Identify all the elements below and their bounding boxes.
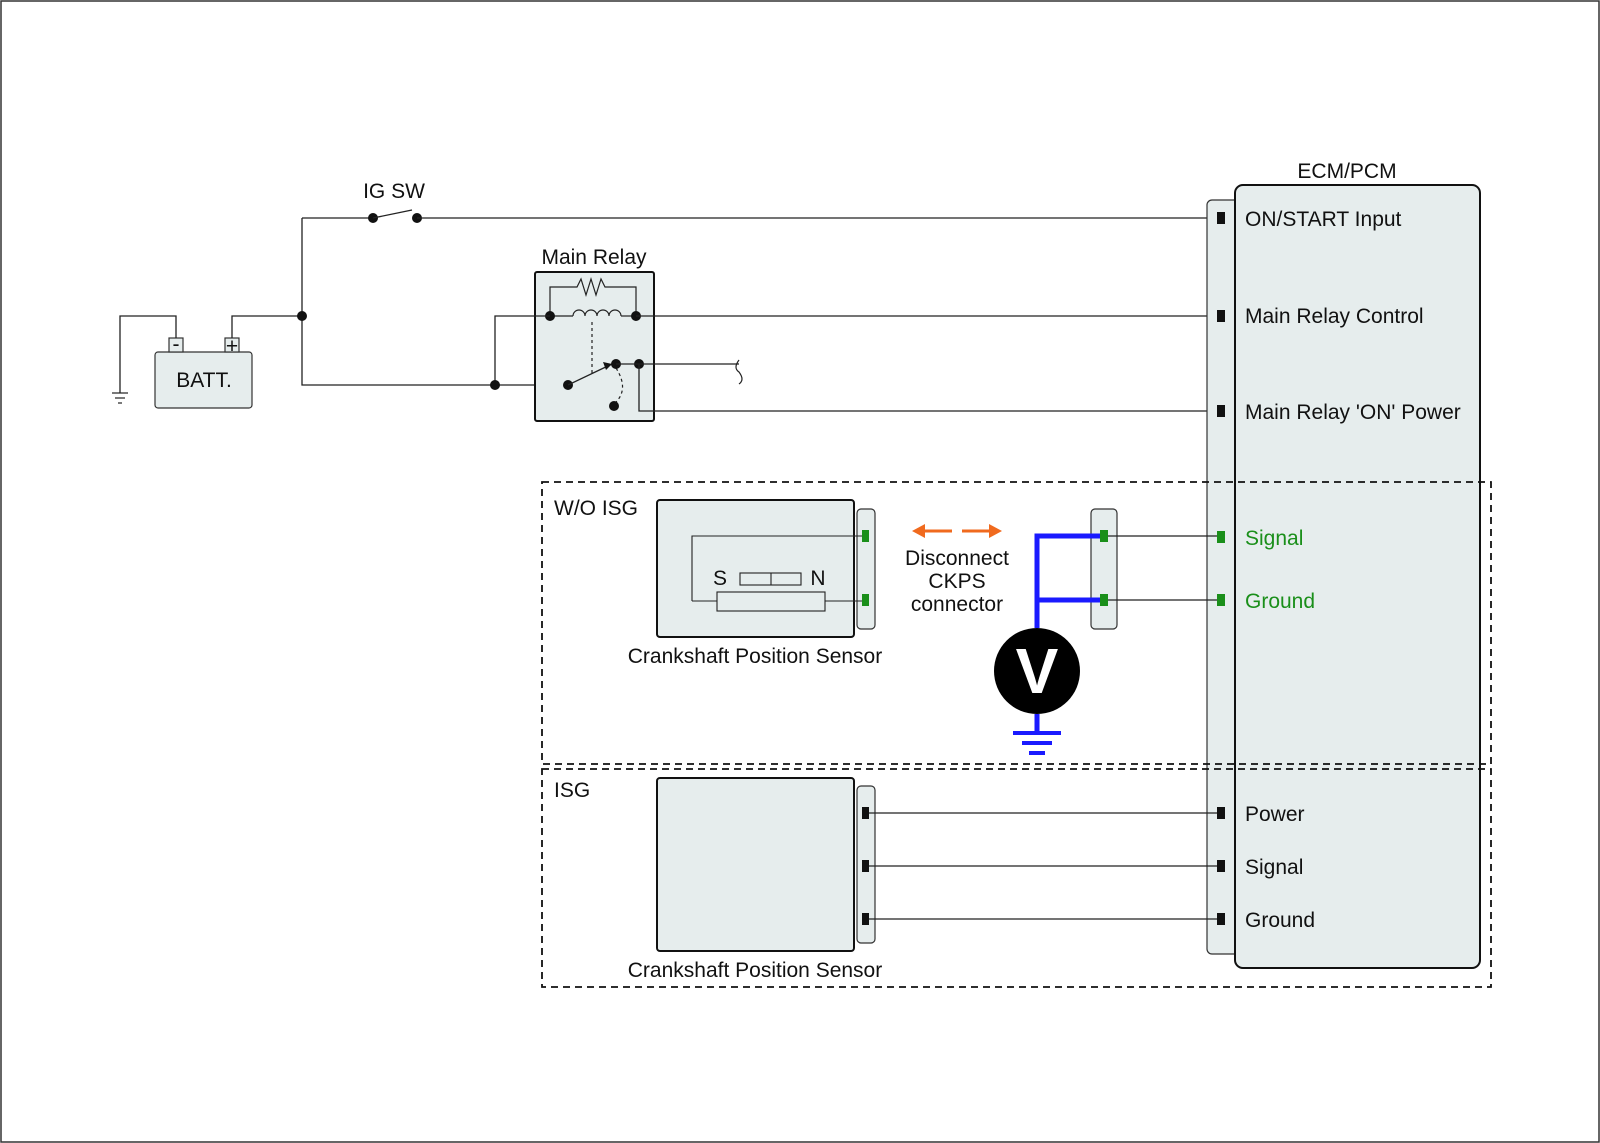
ecm-label: ECM/PCM [1297,160,1396,183]
disconnect-label-line2: CKPS [928,570,985,593]
ecm-pin [1217,913,1225,925]
sensor-pin [862,913,869,925]
battery-plus-label: + [226,335,238,358]
pin-signal-isg-label: Signal [1245,856,1303,879]
voltmeter-icon [994,628,1080,714]
sensor-pole-s: S [713,567,727,590]
battery: - + BATT. [154,333,253,409]
ecm-pin [1217,310,1225,322]
pin-signal-wo-isg-label: Signal [1245,527,1303,550]
battery-ground-wire [119,315,177,393]
pin-main-relay-control-label: Main Relay Control [1245,305,1424,328]
ground-icon [112,392,128,404]
sensor-pin [862,860,869,872]
voltmeter-label: V [1016,635,1059,707]
sensor-isg-label: Crankshaft Position Sensor [628,959,882,982]
battery-positive-wire [231,315,302,338]
ecm-pin-highlighted [1217,594,1225,606]
disconnect-label-line1: Disconnect [905,547,1009,570]
sensor-pin [862,807,869,819]
sensor-magnet [716,591,826,612]
main-relay-label: Main Relay [541,246,647,269]
ecm-pin [1217,405,1225,417]
relay-switch-blade [567,363,613,386]
sensor-pole-n: N [810,567,825,590]
wire-break-icon [735,359,743,385]
ecm-pin [1217,212,1225,224]
group-wo-isg-label: W/O ISG [554,497,638,520]
measurement-wire [1034,533,1100,732]
ecm-pin-highlighted [1217,531,1225,543]
pin-power-isg-label: Power [1245,803,1305,826]
group-isg-label: ISG [554,779,590,802]
sensor-connector [856,508,876,630]
ecm-pin [1217,807,1225,819]
harness-pin-highlighted [1100,594,1108,606]
disconnect-label-line3: connector [911,593,1003,616]
sensor-wo-isg-label: Crankshaft Position Sensor [628,645,882,668]
battery-label: BATT. [176,369,232,392]
group-wo-isg-border [541,481,1492,765]
group-isg-border [541,768,1492,988]
harness-connector [1090,508,1118,630]
harness-pin-highlighted [1100,530,1108,542]
sensor-pin-highlighted [862,530,869,542]
ecm-box [1234,184,1481,969]
sensor-pin-highlighted [862,594,869,606]
sensor-isg-box [656,777,855,952]
junction-dot [297,311,307,321]
disconnect-arrow-icon [912,524,1002,538]
ground-icon [1013,731,1061,755]
ecm-pin [1217,860,1225,872]
battery-minus-label: - [173,333,180,356]
ig-switch-blade [372,209,413,219]
pin-ground-isg-label: Ground [1245,909,1315,932]
pin-on-start-label: ON/START Input [1245,208,1402,231]
ig-switch-label: IG SW [363,180,425,203]
pin-main-relay-on-power-label: Main Relay 'ON' Power [1245,401,1461,424]
main-relay-on-power-wire [638,364,1215,412]
pin-ground-wo-isg-label: Ground [1245,590,1315,613]
